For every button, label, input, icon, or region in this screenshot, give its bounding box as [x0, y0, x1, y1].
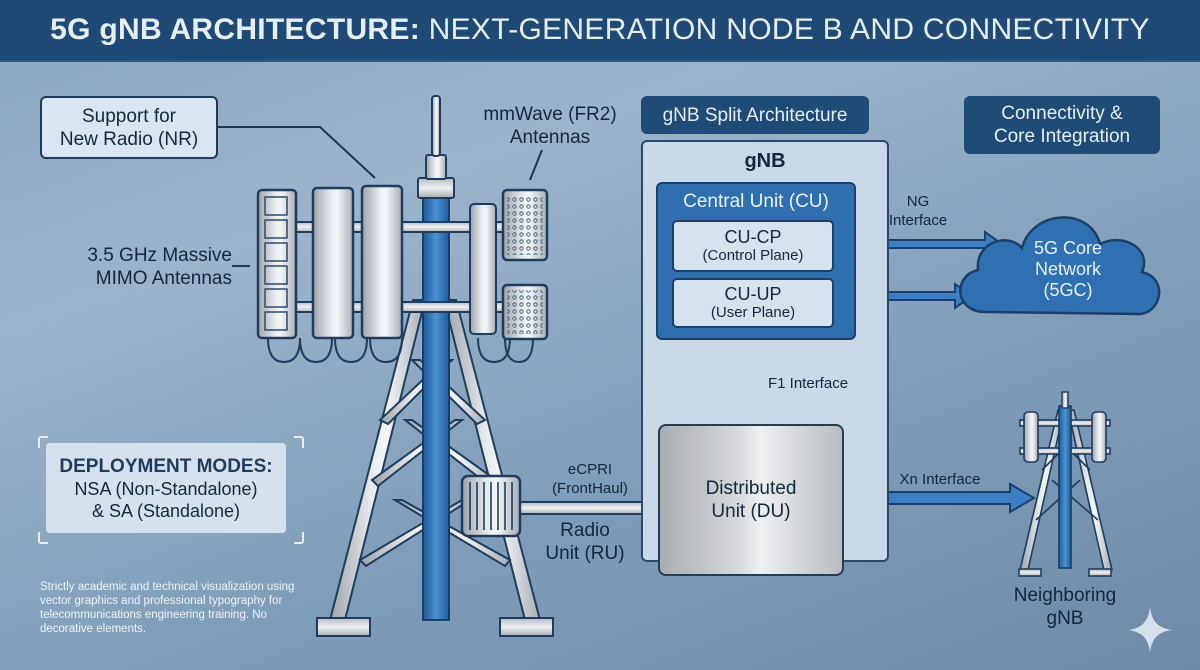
- nr-leader-line: [218, 126, 376, 179]
- ng-line-2: Interface: [888, 212, 948, 229]
- nr-support-callout: Support for New Radio (NR): [40, 96, 218, 159]
- core-line-3: (5GC): [1043, 280, 1093, 300]
- mmwave-line-1: mmWave (FR2): [483, 104, 617, 125]
- main-tower: [316, 95, 554, 637]
- split-architecture-heading-text: gNB Split Architecture: [662, 104, 848, 126]
- neighbor-tower-icon: [1018, 391, 1114, 577]
- fronthaul-line-1: eCPRI: [567, 461, 613, 478]
- deployment-modes-box: DEPLOYMENT MODES: NSA (Non-Standalone) &…: [46, 443, 286, 533]
- page-title: 5G gNB ARCHITECTURE: NEXT-GENERATION NOD…: [50, 13, 1150, 47]
- deployment-title: DEPLOYMENT MODES:: [59, 455, 273, 477]
- mmwave-antenna: [501, 188, 549, 262]
- connectivity-heading-line-1: Connectivity &: [1001, 103, 1123, 124]
- distributed-unit-box: Distributed Unit (DU): [658, 424, 844, 576]
- cu-up-desc: (User Plane): [710, 304, 796, 321]
- mmwave-label: mmWave (FR2) Antennas: [470, 103, 630, 149]
- mmwave-line-2: Antennas: [509, 127, 591, 148]
- cu-up-name: CU-UP: [724, 284, 782, 304]
- mmwave-leader-line: [529, 149, 543, 181]
- du-line-2: Unit (DU): [711, 501, 791, 522]
- cu-cp-box: CU-CP (Control Plane): [672, 220, 834, 272]
- antenna-panel: [311, 186, 355, 340]
- radio-unit-line-2: Unit (RU): [545, 543, 625, 564]
- f1-interface-label: F1 Interface: [768, 375, 849, 392]
- radio-unit-label: Radio Unit (RU): [530, 519, 640, 565]
- nr-support-line-2: New Radio (NR): [59, 128, 199, 150]
- callout-leader-lines: [218, 126, 543, 267]
- cu-cp-name: CU-CP: [724, 227, 782, 247]
- xn-interface-label: Xn Interface: [899, 471, 981, 488]
- cable-loops: [267, 337, 534, 364]
- ng-line-1: NG: [906, 193, 930, 210]
- radio-unit-line-1: Radio: [560, 520, 610, 541]
- title-light: NEXT-GENERATION NODE B AND CONNECTIVITY: [428, 13, 1150, 46]
- mmwave-bracket: [469, 203, 497, 335]
- cu-cp-desc: (Control Plane): [702, 247, 804, 264]
- massive-mimo-label: 3.5 GHz Massive MIMO Antennas: [70, 244, 232, 290]
- connectivity-heading-line-2: Core Integration: [993, 126, 1131, 147]
- massive-mimo-panel: [256, 188, 298, 340]
- title-bold: 5G gNB ARCHITECTURE:: [50, 13, 420, 46]
- title-banner: 5G gNB ARCHITECTURE: NEXT-GENERATION NOD…: [0, 0, 1200, 62]
- footnote-text: Strictly academic and technical visualiz…: [40, 581, 295, 635]
- ng-interface-label: NG Interface: [878, 192, 958, 230]
- fronthaul-link: [519, 501, 643, 515]
- sparkle-icon: [1128, 607, 1172, 652]
- antenna-spire: [431, 95, 441, 157]
- deployment-nsa: NSA (Non-Standalone): [74, 478, 258, 499]
- nr-support-line-1: Support for: [82, 105, 176, 127]
- central-unit-label: Central Unit (CU): [683, 191, 829, 212]
- antenna-panel: [360, 184, 404, 340]
- fronthaul-label: eCPRI (FrontHaul): [540, 460, 640, 498]
- cu-up-box: CU-UP (User Plane): [672, 278, 834, 328]
- corner-bracket: [38, 436, 48, 448]
- connectivity-heading: Connectivity & Core Integration: [964, 96, 1160, 154]
- radio-unit-icon: [460, 474, 522, 538]
- tower-mast: [422, 194, 450, 621]
- neighbor-line-2: gNB: [1046, 608, 1084, 629]
- massive-mimo-line-2: MIMO Antennas: [95, 268, 232, 289]
- mmwave-antenna: [501, 283, 549, 341]
- core-line-2: Network: [1034, 259, 1101, 279]
- corner-bracket: [38, 532, 48, 544]
- split-architecture-heading: gNB Split Architecture: [641, 96, 869, 134]
- deployment-sa: & SA (Standalone): [91, 500, 241, 521]
- gnb-label: gNB: [744, 150, 786, 172]
- neighbor-line-1: Neighboring: [1013, 585, 1117, 606]
- core-network-label: 5G Core Network (5GC): [1000, 238, 1136, 301]
- neighbor-gnb-label: Neighboring gNB: [1000, 584, 1130, 630]
- corner-bracket: [294, 436, 304, 448]
- core-line-1: 5G Core: [1033, 238, 1103, 258]
- core-network-cloud: [959, 216, 1161, 316]
- fronthaul-line-2: (FrontHaul): [552, 480, 628, 497]
- du-line-1: Distributed: [705, 478, 797, 499]
- corner-bracket: [294, 532, 304, 544]
- deployment-modes-callout: DEPLOYMENT MODES: NSA (Non-Standalone) &…: [38, 436, 304, 544]
- massive-mimo-line-1: 3.5 GHz Massive: [87, 245, 232, 266]
